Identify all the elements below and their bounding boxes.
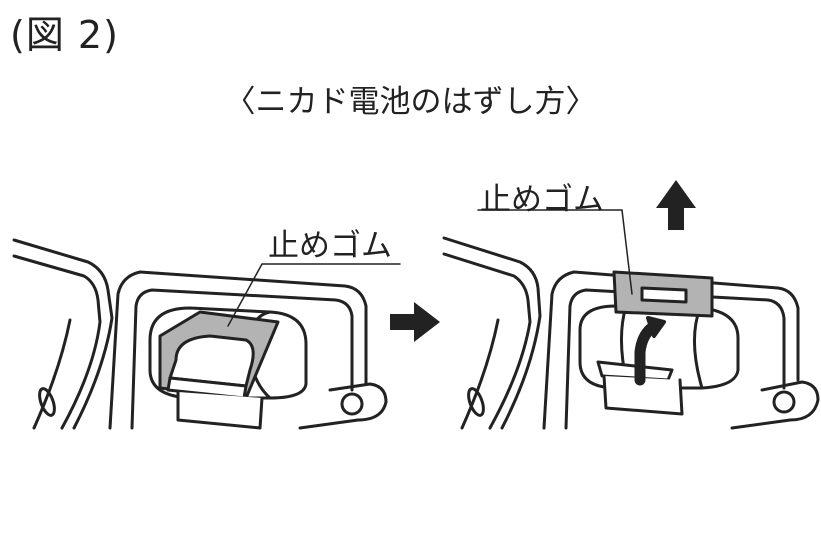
diagram-heading: 〈ニカド電池のはずし方〉 bbox=[224, 84, 597, 120]
figure-label: (図 2) bbox=[10, 13, 119, 57]
callout-leader-left bbox=[227, 263, 401, 327]
arrow-right-icon bbox=[390, 302, 440, 342]
battery-pack-right bbox=[578, 304, 740, 390]
callout-label-rubber-stopper-before: 止めゴム bbox=[268, 228, 392, 264]
lid-left bbox=[12, 238, 114, 430]
callout-leader-right bbox=[477, 209, 633, 295]
battery-case-left bbox=[108, 270, 368, 430]
arrow-up-icon bbox=[656, 180, 696, 230]
left-panel bbox=[12, 238, 401, 430]
callout-label-rubber-stopper-after: 止めゴム bbox=[480, 182, 604, 218]
right-panel bbox=[442, 209, 820, 430]
battery-pack-left bbox=[148, 306, 308, 400]
